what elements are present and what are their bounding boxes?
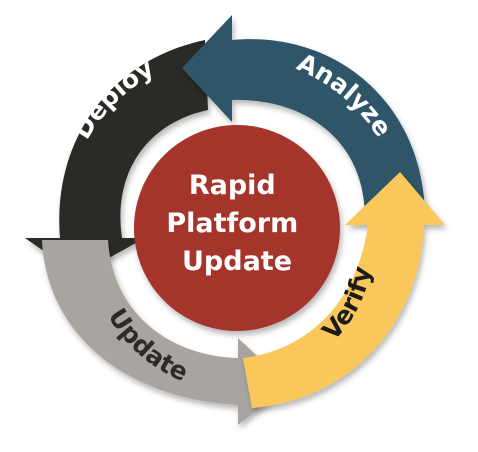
- update-arrow: [42, 240, 288, 425]
- center-title-line-3: Update: [182, 246, 292, 277]
- center-title-line-2: Platform: [166, 208, 298, 239]
- deploy-arrow: [25, 40, 208, 275]
- verify-arrow: [243, 172, 445, 408]
- center-title-line-1: Rapid: [189, 170, 276, 201]
- center-title: Rapid Platform Update: [166, 170, 307, 277]
- center-circle: [134, 125, 340, 331]
- analyze-arrow: [182, 15, 425, 218]
